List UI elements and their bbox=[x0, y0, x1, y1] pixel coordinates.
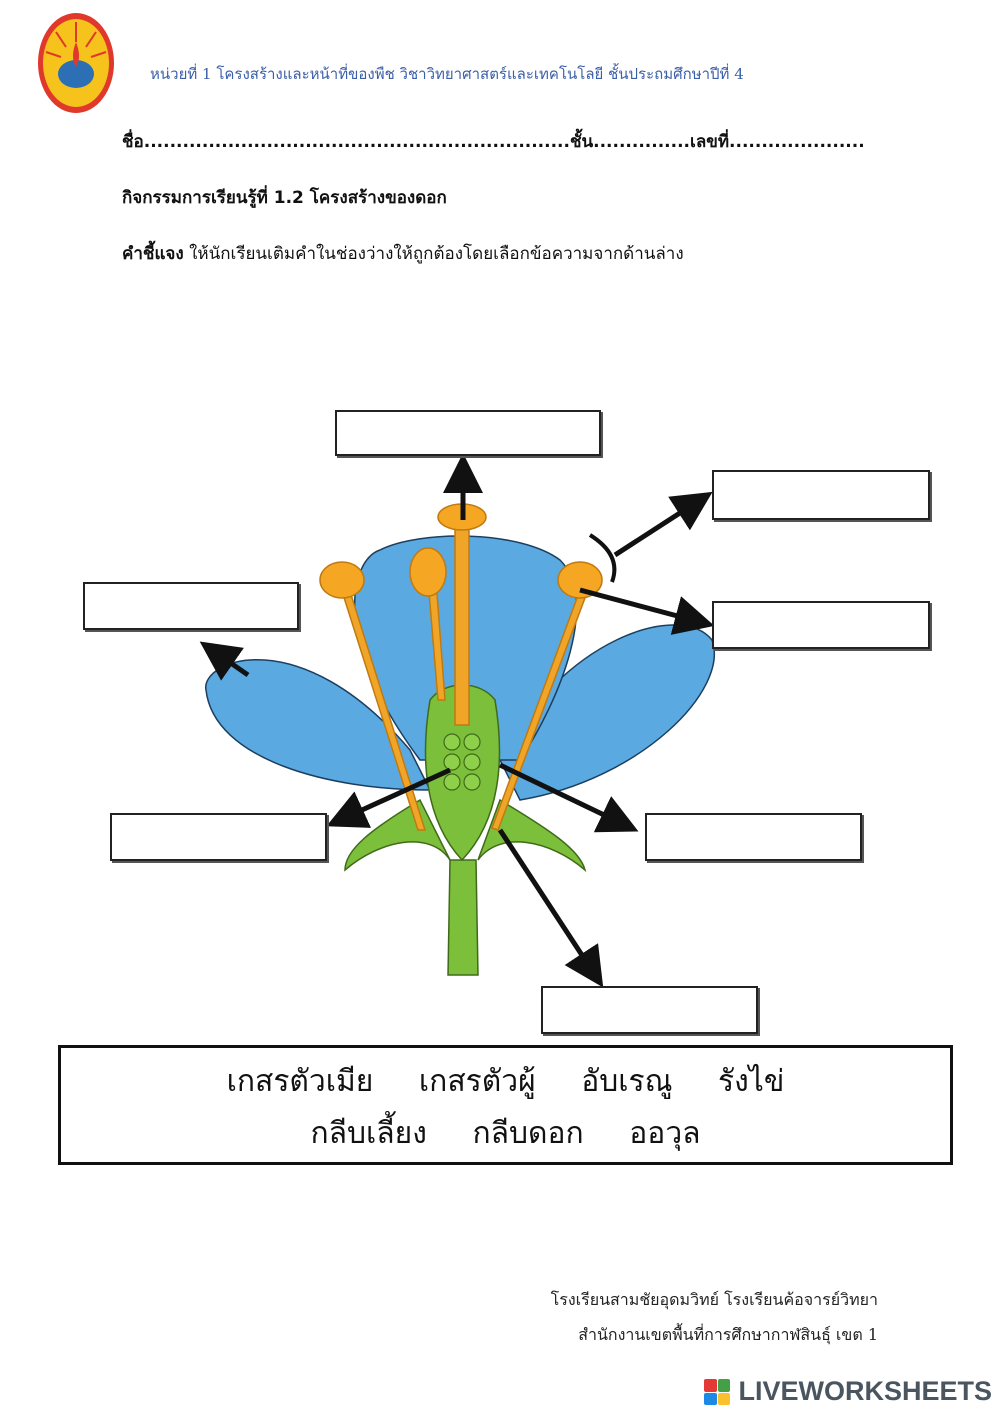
word-bank: เกสรตัวเมีย เกสรตัวผู้ อับเรณู รังไข่ กล… bbox=[58, 1045, 953, 1165]
activity-title: กิจกรรมการเรียนรู้ที่ 1.2 โครงสร้างของดอ… bbox=[122, 188, 447, 208]
word-bank-line-1: เกสรตัวเมีย เกสรตัวผู้ อับเรณู รังไข่ bbox=[61, 1056, 950, 1108]
liveworksheets-brand[interactable]: LIVEWORKSHEETS bbox=[738, 1376, 992, 1406]
word-bank-item: อับเรณู bbox=[581, 1064, 673, 1099]
answer-box-petal[interactable] bbox=[83, 582, 299, 630]
flower-diagram bbox=[199, 453, 715, 988]
answer-box-ovary[interactable] bbox=[645, 813, 862, 861]
petals bbox=[205, 535, 715, 801]
unit-subtitle: หน่วยที่ 1 โครงสร้างและหน้าที่ของพืช วิช… bbox=[150, 65, 744, 83]
instruction-text: ให้นักเรียนเติมคำในช่องว่างให้ถูกต้องโดย… bbox=[183, 244, 684, 264]
word-bank-item: กลีบเลี้ยง bbox=[310, 1116, 427, 1151]
school-logo bbox=[36, 12, 116, 115]
word-bank-item: รังไข่ bbox=[718, 1064, 785, 1099]
answer-box-anther[interactable] bbox=[712, 601, 930, 649]
instruction-label: คำชี้แจง bbox=[122, 244, 184, 264]
answer-box-sepal[interactable] bbox=[541, 986, 758, 1034]
anthers bbox=[319, 547, 603, 599]
word-bank-line-2: กลีบเลี้ยง กลีบดอก ออวุล bbox=[61, 1108, 950, 1160]
word-bank-item: เกสรตัวผู้ bbox=[418, 1064, 536, 1099]
footer-office: สำนักงานเขตพื้นที่การศึกษากาฬสินธุ์ เขต … bbox=[578, 1325, 878, 1344]
sepals-stem bbox=[344, 684, 587, 976]
ovules bbox=[443, 733, 481, 791]
instruction: คำชี้แจง ให้นักเรียนเติมคำในช่องว่างให้ถ… bbox=[122, 240, 684, 267]
liveworksheets-logo-icon bbox=[704, 1379, 730, 1405]
word-bank-item: เกสรตัวเมีย bbox=[226, 1064, 374, 1099]
answer-box-pistil[interactable] bbox=[335, 410, 601, 456]
word-bank-item: กลีบดอก bbox=[472, 1116, 584, 1151]
answer-box-ovule[interactable] bbox=[110, 813, 327, 861]
student-info-line: ชื่อ....................................… bbox=[122, 132, 865, 152]
footer-school: โรงเรียนสามชัยอุดมวิทย์ โรงเรียนค้อจารย์… bbox=[550, 1290, 878, 1309]
answer-box-stamen[interactable] bbox=[712, 470, 930, 520]
word-bank-item: ออวุล bbox=[629, 1116, 701, 1151]
